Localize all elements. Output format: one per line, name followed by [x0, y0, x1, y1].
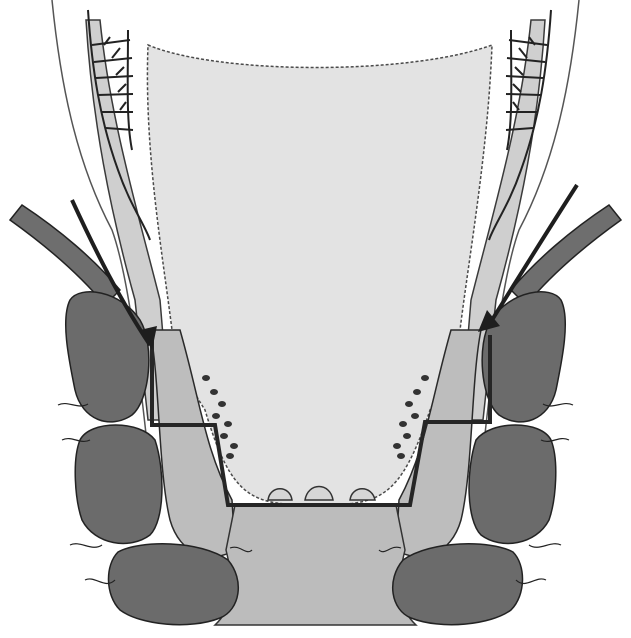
anal-canal [215, 505, 416, 625]
